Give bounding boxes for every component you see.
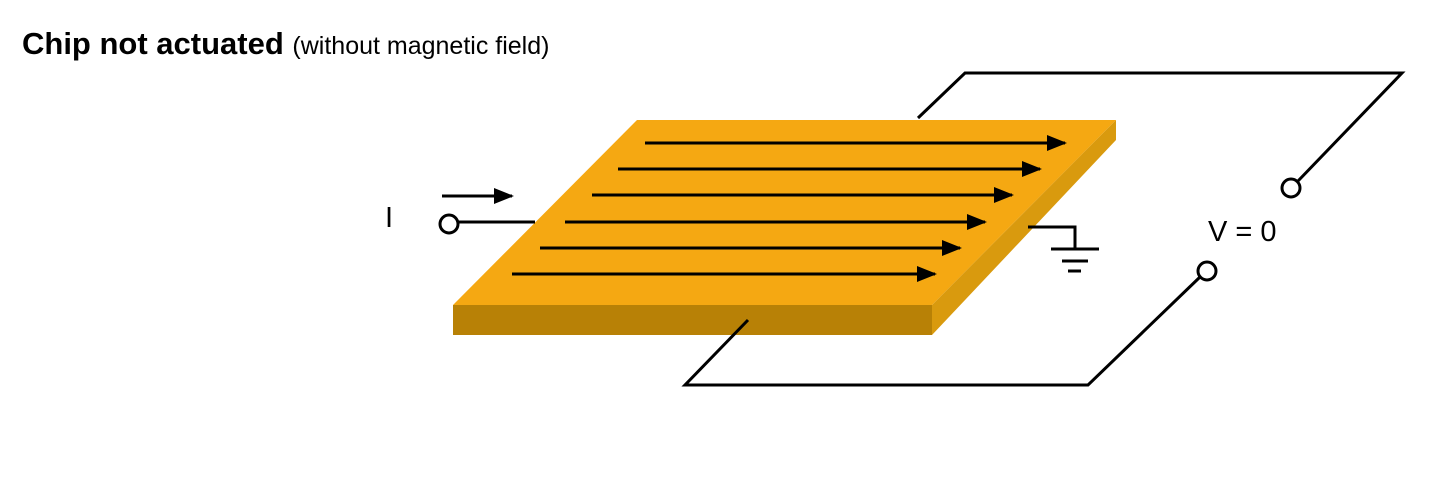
current-label: I xyxy=(385,202,394,234)
ground-icon xyxy=(1028,225,1099,273)
voltage-wire-bottom xyxy=(681,275,1202,387)
voltage-wire-top xyxy=(916,71,1406,183)
title-sub: (without magnetic field) xyxy=(292,32,550,60)
current-input-terminal xyxy=(438,213,460,235)
voltage-terminal-top xyxy=(1280,177,1302,199)
voltage-terminal-bottom xyxy=(1196,260,1218,282)
current-flow-arrows xyxy=(512,135,1067,282)
title-main: Chip not actuated xyxy=(22,26,284,61)
chip-top-face xyxy=(453,120,1116,305)
chip-front-face xyxy=(453,305,932,335)
chip-side-face xyxy=(932,120,1116,335)
voltage-label: V = 0 xyxy=(1208,216,1277,248)
slide-title: Chip not actuated (without magnetic fiel… xyxy=(22,26,549,62)
